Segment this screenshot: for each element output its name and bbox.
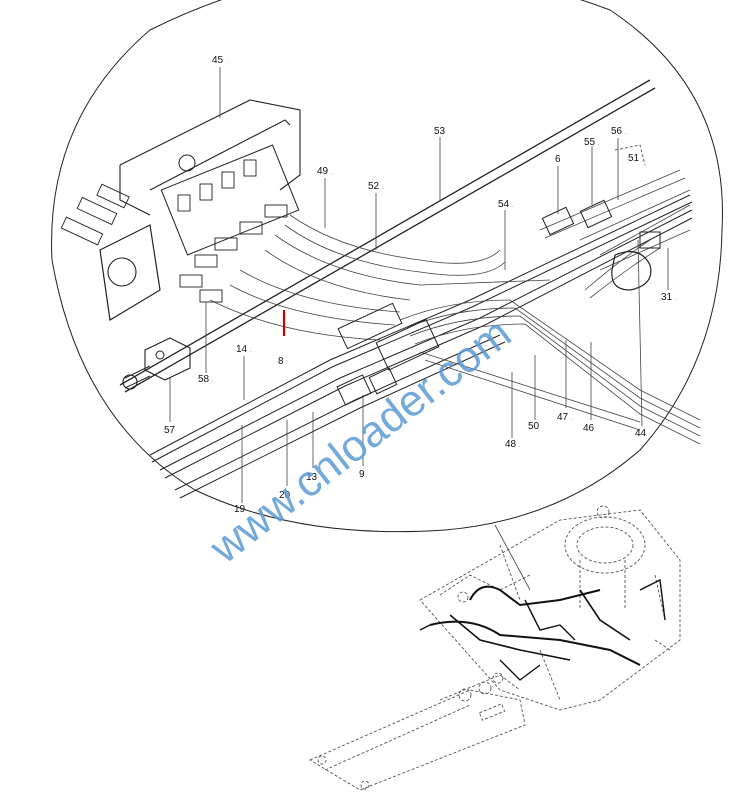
part-label-47: 47 (557, 412, 569, 423)
overview-machine (309, 505, 681, 791)
part-label-51: 51 (628, 153, 640, 164)
svg-text:.: . (512, 203, 513, 209)
svg-text:.: . (382, 185, 383, 191)
clamp-block (122, 337, 191, 390)
part-label-14: 14 (236, 344, 248, 355)
hose-bundle (119, 79, 701, 499)
part-labels: 45 . 53 49 . 52 . 54 . 6 55 . 56 . 51 . … (164, 55, 676, 515)
part-label-54: 54 (498, 199, 510, 210)
part-label-50: 50 (528, 421, 540, 432)
part-label-31: 31 (661, 292, 673, 303)
svg-text:.: . (519, 443, 520, 449)
part-label-58: 58 (198, 374, 210, 385)
part-label-20: 20 (279, 490, 291, 501)
svg-text:.: . (286, 360, 287, 366)
part-label-19: 19 (234, 504, 246, 515)
part-label-49: 49 (317, 166, 329, 177)
svg-text:.: . (227, 59, 228, 65)
fittings (336, 144, 661, 406)
svg-text:.: . (675, 296, 676, 302)
leader-lines (169, 67, 669, 503)
part-label-48: 48 (505, 439, 517, 450)
part-label-57: 57 (164, 425, 176, 436)
watermark: www.cnloader.com (200, 308, 520, 573)
part-label-13: 13 (306, 472, 318, 483)
svg-text:.: . (598, 141, 599, 147)
svg-text:.: . (366, 473, 367, 479)
part-label-52: 52 (368, 181, 380, 192)
part-label-46: 46 (583, 423, 595, 434)
part-label-6: 6 (555, 154, 561, 165)
part-label-9: 9 (359, 469, 365, 480)
watermark-text: www.cnloader.com (200, 308, 520, 573)
part-label-56: 56 (611, 126, 623, 137)
svg-text:.: . (250, 348, 251, 354)
svg-text:.: . (293, 494, 294, 500)
part-label-55: 55 (584, 137, 596, 148)
part-label-45: 45 (212, 55, 224, 66)
part-label-8: 8 (278, 356, 284, 367)
svg-text:.: . (642, 157, 643, 163)
part-label-53: 53 (434, 126, 446, 137)
valve-block (60, 99, 301, 321)
svg-text:.: . (212, 378, 213, 384)
svg-text:.: . (571, 416, 572, 422)
svg-text:.: . (625, 130, 626, 136)
part-label-44: 44 (635, 428, 647, 439)
svg-text:·: · (649, 432, 651, 438)
svg-text:.: . (331, 170, 332, 176)
detail-circle (51, 0, 723, 533)
center-clamp (337, 302, 440, 371)
